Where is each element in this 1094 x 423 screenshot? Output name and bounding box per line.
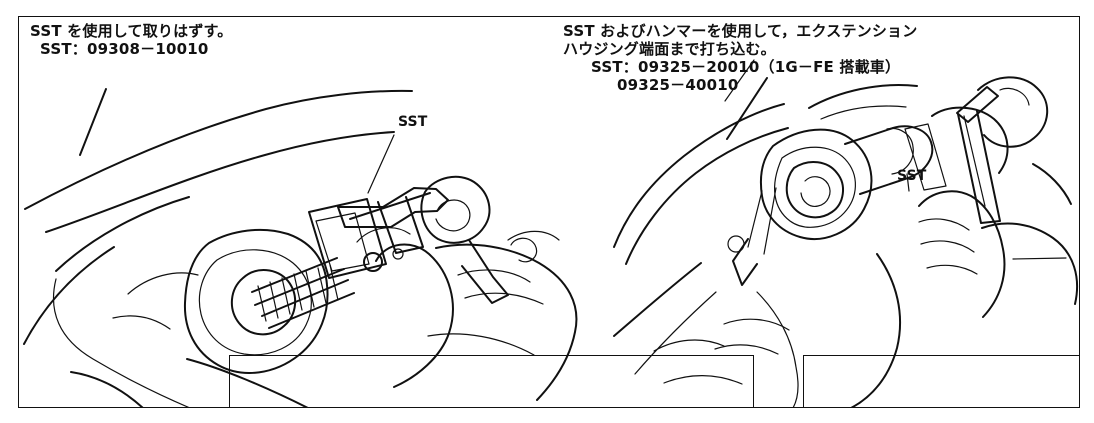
right-instructions: SST およびハンマーを使用して，エクステンション ハウジング端面まで打ち込む。… <box>563 22 917 94</box>
illustration-frame <box>18 16 1080 408</box>
bottom-right-frame <box>803 355 1080 408</box>
right-instruction-line-2: ハウジング端面まで打ち込む。 <box>563 40 776 58</box>
right-sst-line-1: SST：09325－20010（1G－FE 搭載車） <box>591 58 901 76</box>
bottom-left-frame <box>229 355 754 408</box>
right-instruction-line-1: SST およびハンマーを使用して，エクステンション <box>563 22 918 40</box>
left-sst-line: SST：09308－10010 <box>40 40 209 58</box>
left-instruction-line: SST を使用して取りはずす。 <box>30 22 233 40</box>
service-illustrations <box>23 59 1079 408</box>
left-instructions: SST を使用して取りはずす。 SST：09308－10010 <box>30 22 232 58</box>
right-sst-line-2: 09325－40010 <box>617 76 739 94</box>
sst-hammer-installation-illustration <box>613 59 1079 408</box>
left-sst-callout: SST <box>398 114 428 130</box>
sst-removal-illustration <box>23 88 578 408</box>
